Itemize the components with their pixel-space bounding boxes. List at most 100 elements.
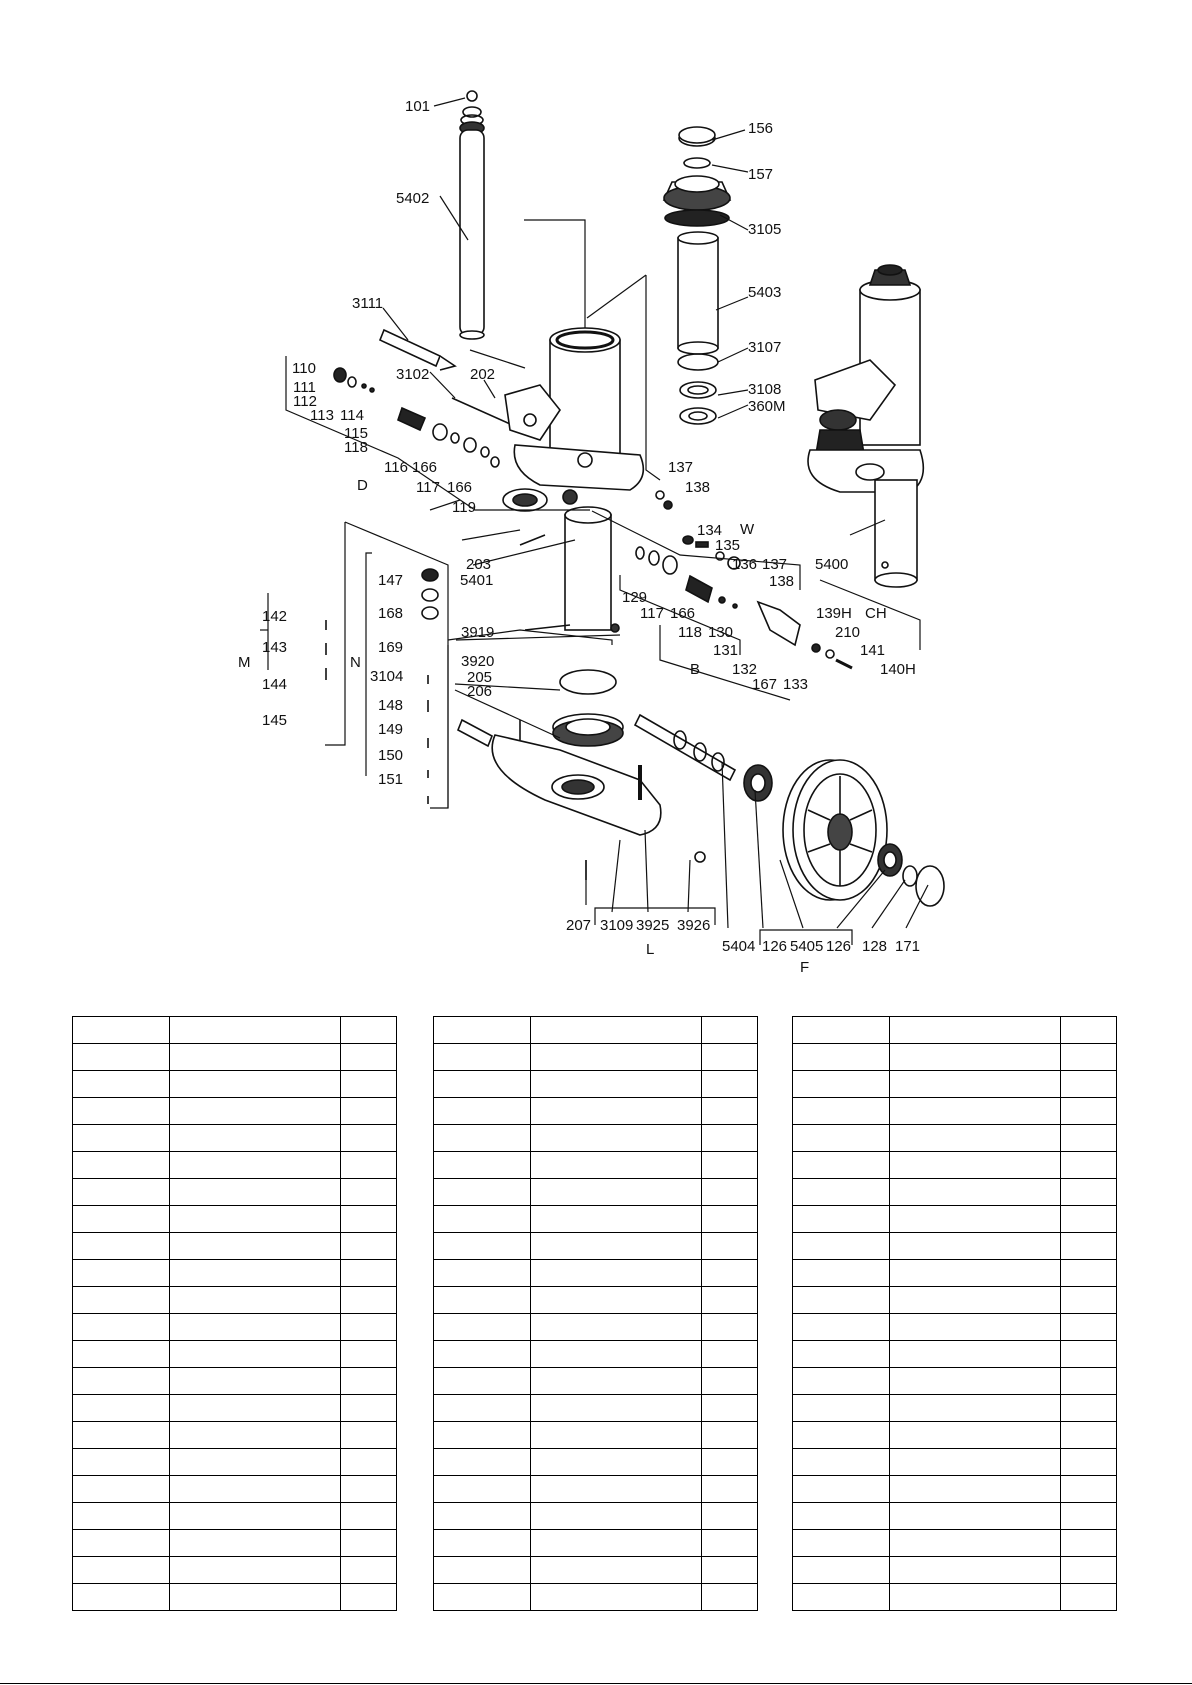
table-cell xyxy=(433,1583,531,1611)
table-cell xyxy=(701,1232,758,1260)
table-row xyxy=(792,1556,1117,1584)
table-cell xyxy=(792,1448,890,1476)
table-row xyxy=(792,1583,1117,1611)
table-row xyxy=(792,1502,1117,1530)
part-label-117b: 117 xyxy=(640,605,664,622)
table-row xyxy=(792,1205,1117,1233)
table-row xyxy=(433,1178,758,1206)
table-row xyxy=(433,1475,758,1503)
part-label-205: 205 xyxy=(467,669,493,686)
table-cell xyxy=(701,1313,758,1341)
table-cell xyxy=(792,1313,890,1341)
table-cell xyxy=(529,1340,703,1368)
table-cell xyxy=(888,1016,1062,1044)
part-label-207: 207 xyxy=(566,917,592,934)
table-cell xyxy=(168,1016,342,1044)
table-cell xyxy=(888,1124,1062,1152)
table-cell xyxy=(168,1421,342,1449)
part-label-130: 130 xyxy=(708,624,734,641)
table-cell xyxy=(888,1043,1062,1071)
valve-group-d xyxy=(333,367,500,468)
part-label-147: 147 xyxy=(378,572,404,589)
table-cell xyxy=(433,1394,531,1422)
part-label-360M: 360M xyxy=(748,398,786,415)
table-cell xyxy=(72,1529,170,1557)
table-row xyxy=(433,1529,758,1557)
table-cell xyxy=(529,1259,703,1287)
table-cell xyxy=(72,1124,170,1152)
table-cell xyxy=(168,1556,342,1584)
table-cell xyxy=(72,1448,170,1476)
table-row xyxy=(433,1340,758,1368)
table-cell xyxy=(701,1556,758,1584)
table-cell xyxy=(529,1448,703,1476)
table-cell xyxy=(701,1286,758,1314)
part-label-129: 129 xyxy=(622,589,648,606)
table-cell xyxy=(72,1475,170,1503)
table-cell xyxy=(72,1205,170,1233)
table-cell xyxy=(701,1151,758,1179)
table-row xyxy=(792,1016,1117,1044)
table-row xyxy=(72,1070,397,1098)
table-cell xyxy=(1060,1124,1117,1152)
table-cell xyxy=(529,1313,703,1341)
table-cell xyxy=(168,1151,342,1179)
part-label-117: 117 xyxy=(416,479,440,496)
table-row xyxy=(72,1043,397,1071)
table-cell xyxy=(701,1475,758,1503)
part-label-140H: 140H xyxy=(880,661,916,678)
group-label-M: M xyxy=(238,654,251,671)
table-row xyxy=(433,1313,758,1341)
table-cell xyxy=(72,1043,170,1071)
table-cell xyxy=(433,1097,531,1125)
piston-rod-5402 xyxy=(459,90,485,340)
table-row xyxy=(72,1232,397,1260)
table-cell xyxy=(1060,1232,1117,1260)
part-label-149: 149 xyxy=(378,721,404,738)
table-cell xyxy=(72,1583,170,1611)
table-row xyxy=(72,1556,397,1584)
table-cell xyxy=(701,1583,758,1611)
group-label-B: B xyxy=(690,661,701,678)
table-cell xyxy=(1060,1421,1117,1449)
group-label-N: N xyxy=(350,654,361,671)
table-cell xyxy=(792,1259,890,1287)
part-label-128: 128 xyxy=(862,938,888,955)
table-cell xyxy=(340,1448,397,1476)
table-cell xyxy=(529,1124,703,1152)
table-cell xyxy=(1060,1205,1117,1233)
parts-list-table-2 xyxy=(433,1016,758,1611)
assembled-pump-5400 xyxy=(807,264,925,588)
table-cell xyxy=(888,1232,1062,1260)
part-label-3919: 3919 xyxy=(461,624,495,641)
axle-5404 xyxy=(633,713,773,802)
table-cell xyxy=(792,1286,890,1314)
table-cell xyxy=(340,1502,397,1530)
table-cell xyxy=(792,1556,890,1584)
table-cell xyxy=(888,1097,1062,1125)
table-cell xyxy=(72,1151,170,1179)
table-cell xyxy=(72,1394,170,1422)
table-row xyxy=(792,1097,1117,1125)
table-row xyxy=(433,1097,758,1125)
table-cell xyxy=(792,1043,890,1071)
table-row xyxy=(792,1421,1117,1449)
table-cell xyxy=(168,1475,342,1503)
table-cell xyxy=(792,1340,890,1368)
part-label-169: 169 xyxy=(378,639,404,656)
table-cell xyxy=(888,1367,1062,1395)
table-cell xyxy=(340,1340,397,1368)
table-cell xyxy=(701,1178,758,1206)
table-cell xyxy=(340,1232,397,1260)
part-label-3925: 3925 xyxy=(636,917,670,934)
table-cell xyxy=(701,1394,758,1422)
table-cell xyxy=(1060,1313,1117,1341)
part-label-203: 203 xyxy=(466,556,492,573)
group-label-W: W xyxy=(740,521,755,538)
table-row xyxy=(72,1286,397,1314)
exploded-parts-diagram xyxy=(260,90,945,945)
part-label-3109: 3109 xyxy=(600,917,634,934)
part-label-118: 118 xyxy=(344,439,368,456)
table-cell xyxy=(433,1043,531,1071)
part-label-112: 112 xyxy=(293,393,317,410)
